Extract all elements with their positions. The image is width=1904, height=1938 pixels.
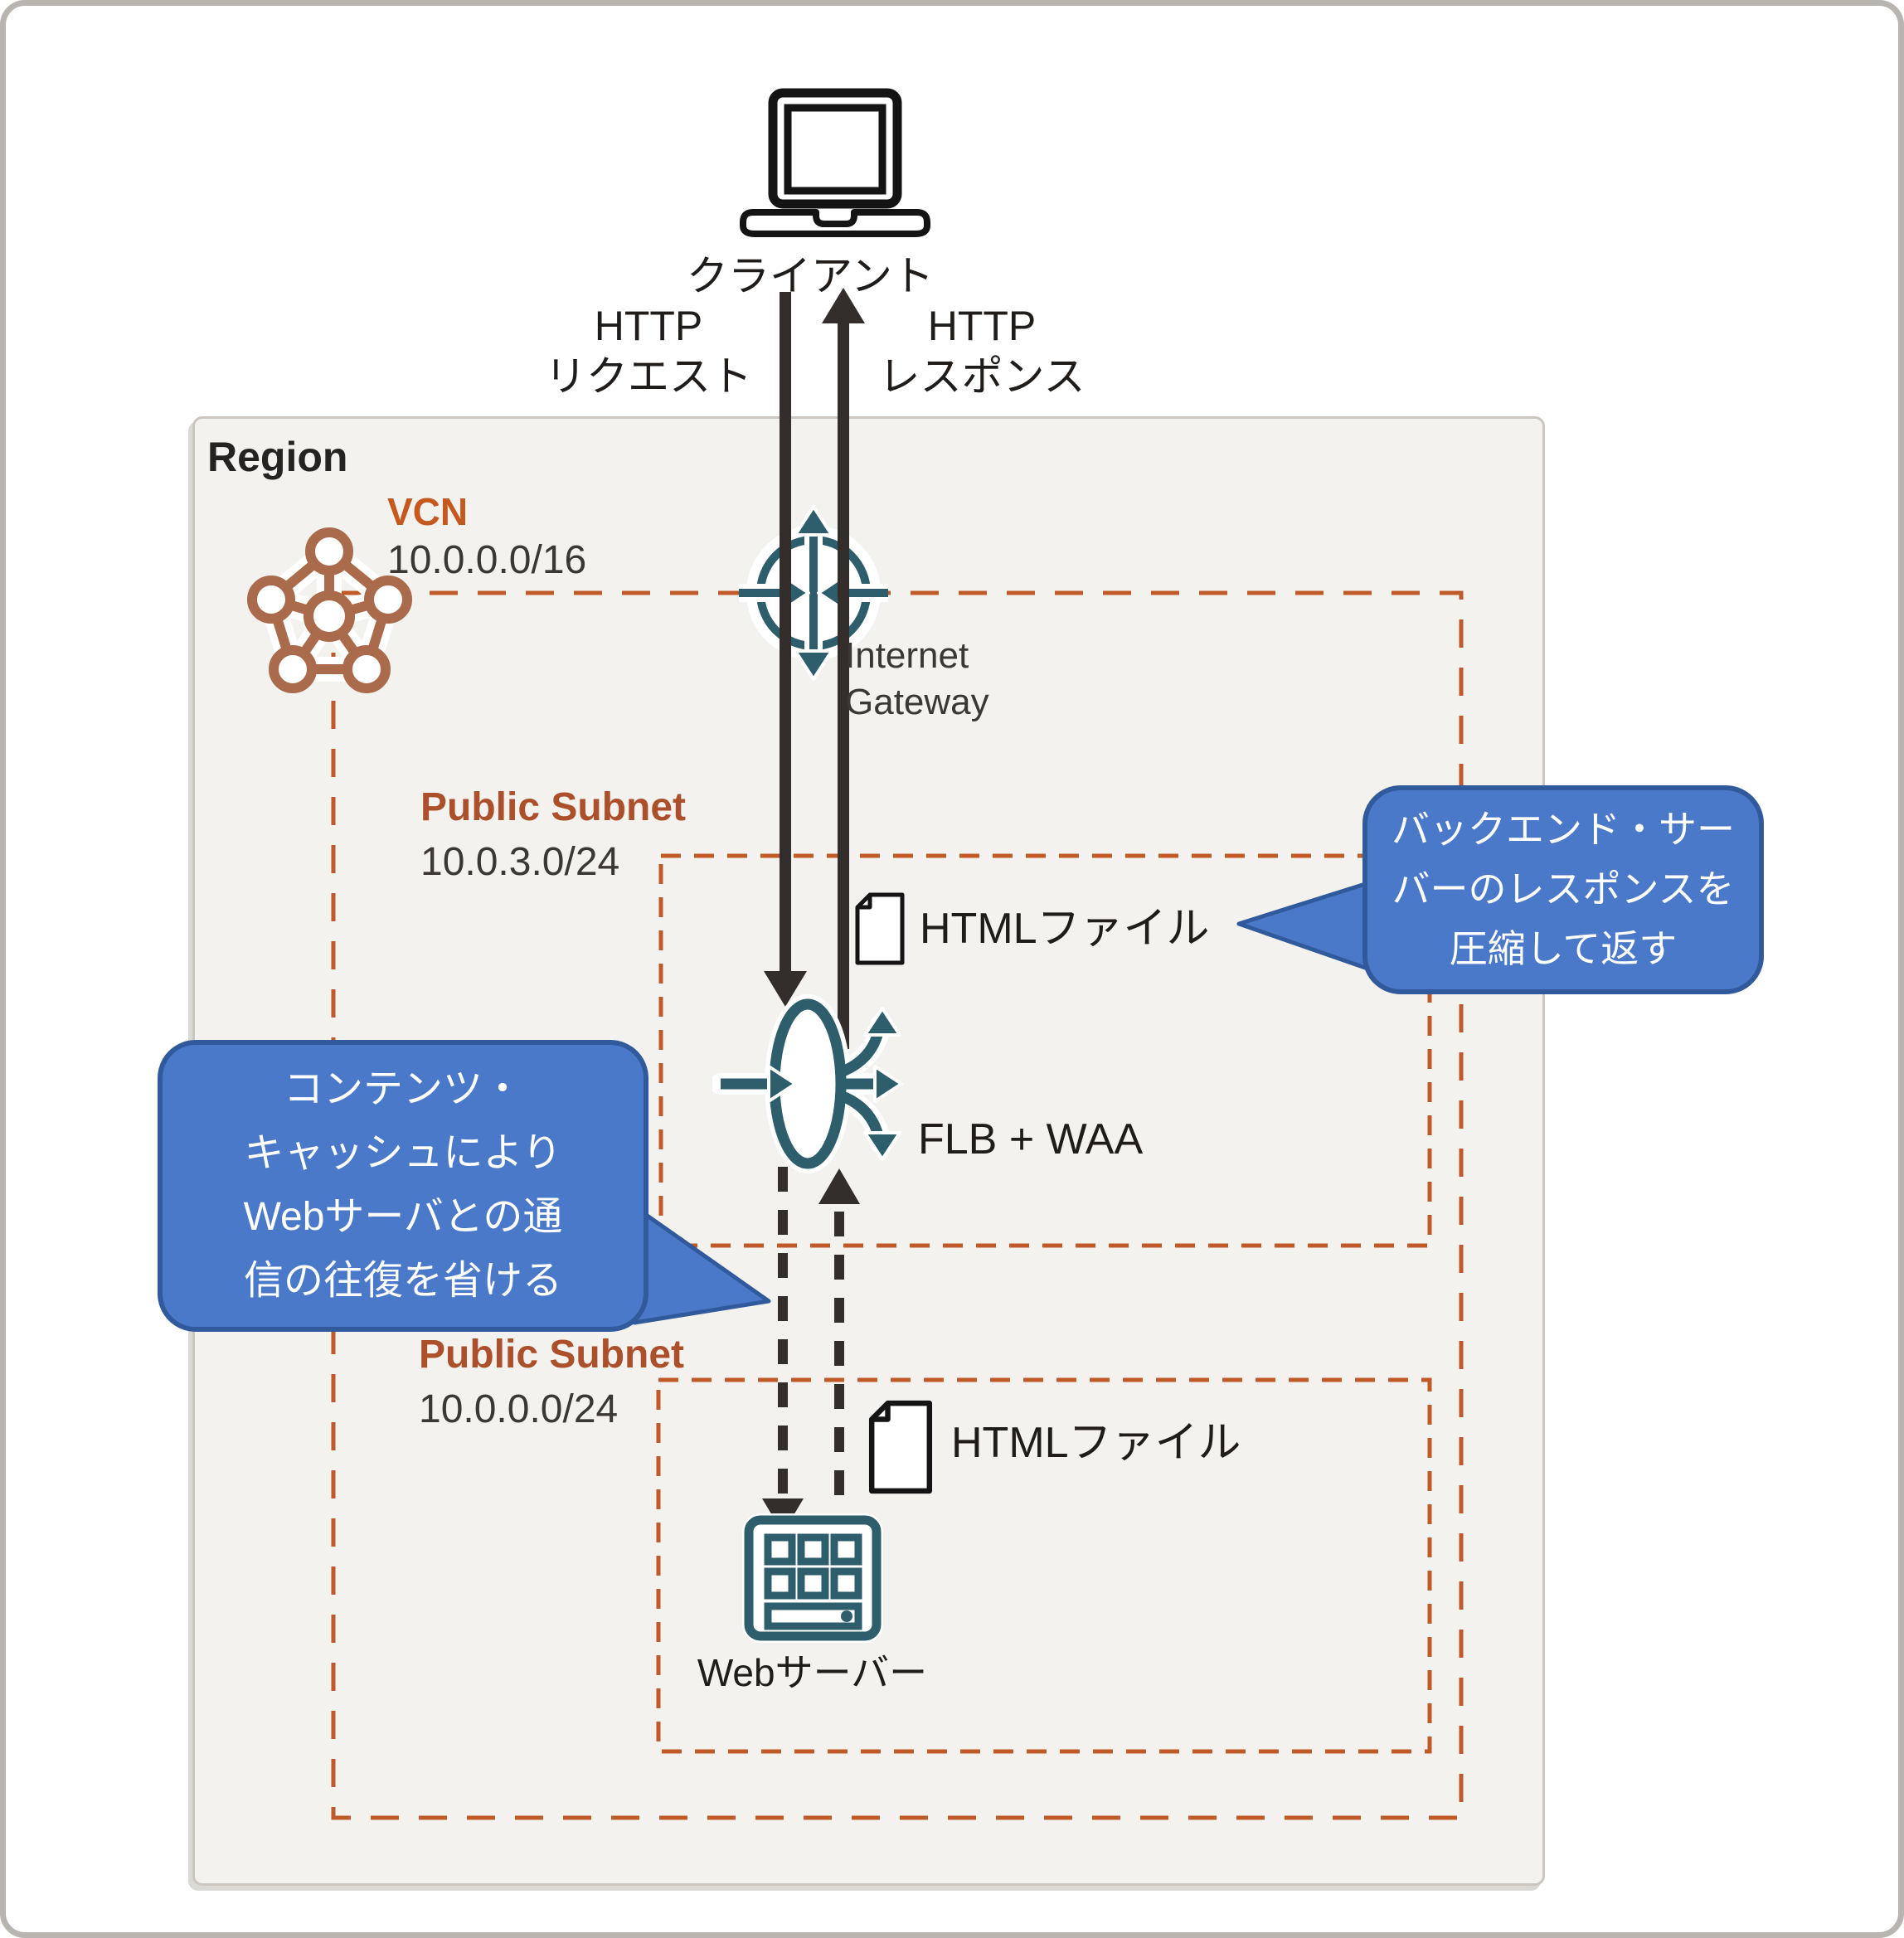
http-request-kind: リクエスト bbox=[545, 353, 752, 400]
subnet-web-label: Public Subnet 10.0.0.0/24 bbox=[419, 1331, 684, 1433]
subnet-web-cidr: 10.0.0.0/24 bbox=[419, 1387, 619, 1431]
internet-gateway-label-line1: Internet bbox=[845, 635, 969, 676]
subnet-web-title: Public Subnet bbox=[419, 1333, 685, 1377]
http-request-protocol: HTTP bbox=[594, 303, 703, 349]
http-request-label: HTTP リクエスト bbox=[528, 301, 769, 402]
compress-callout-bubble: バックエンド・サー バーのレスポンスを 圧縮して返す bbox=[1362, 785, 1764, 994]
flb-waa-label: FLB + WAA bbox=[918, 1115, 1144, 1163]
http-response-protocol: HTTP bbox=[927, 303, 1037, 349]
document-icon bbox=[868, 1400, 933, 1494]
load-balancer-icon bbox=[712, 994, 903, 1173]
internet-gateway-label: Internet Gateway bbox=[845, 633, 989, 726]
region-label: Region bbox=[207, 434, 348, 480]
html-file-label-flb: HTMLファイル bbox=[920, 905, 1210, 953]
subnet-flb-title: Public Subnet bbox=[420, 785, 687, 829]
compress-callout-line3: 圧縮して返す bbox=[1449, 926, 1678, 970]
cache-callout-line2: キャッシュにより bbox=[244, 1131, 562, 1176]
html-file-label-web: HTMLファイル bbox=[951, 1419, 1241, 1467]
vcn-cidr: 10.0.0.0/16 bbox=[387, 538, 587, 582]
cache-callout-line1: コンテンツ・ bbox=[283, 1067, 522, 1112]
internet-gateway-label-line2: Gateway bbox=[845, 682, 989, 723]
cache-callout-bubble: コンテンツ・ キャッシュにより Webサーバとの通 信の往復を省ける bbox=[158, 1040, 648, 1332]
http-response-label: HTTP レスポンス bbox=[862, 301, 1102, 402]
subnet-flb-cidr: 10.0.3.0/24 bbox=[420, 839, 620, 884]
cache-callout-line3: Webサーバとの通 bbox=[243, 1195, 563, 1239]
laptop-icon bbox=[740, 88, 930, 237]
vcn-label: VCN bbox=[387, 490, 469, 533]
compress-callout-line1: バックエンド・サー bbox=[1392, 808, 1735, 852]
document-icon bbox=[855, 892, 905, 965]
cache-callout-line4: 信の往復を省ける bbox=[243, 1258, 562, 1303]
web-server-label: Webサーバー bbox=[697, 1651, 928, 1694]
subnet-flb-label: Public Subnet 10.0.3.0/24 bbox=[420, 784, 686, 886]
http-response-kind: レスポンス bbox=[878, 353, 1086, 400]
compress-callout-line2: バーのレスポンスを bbox=[1392, 867, 1735, 911]
client-label: クライアント bbox=[687, 253, 934, 299]
server-icon bbox=[742, 1513, 883, 1643]
